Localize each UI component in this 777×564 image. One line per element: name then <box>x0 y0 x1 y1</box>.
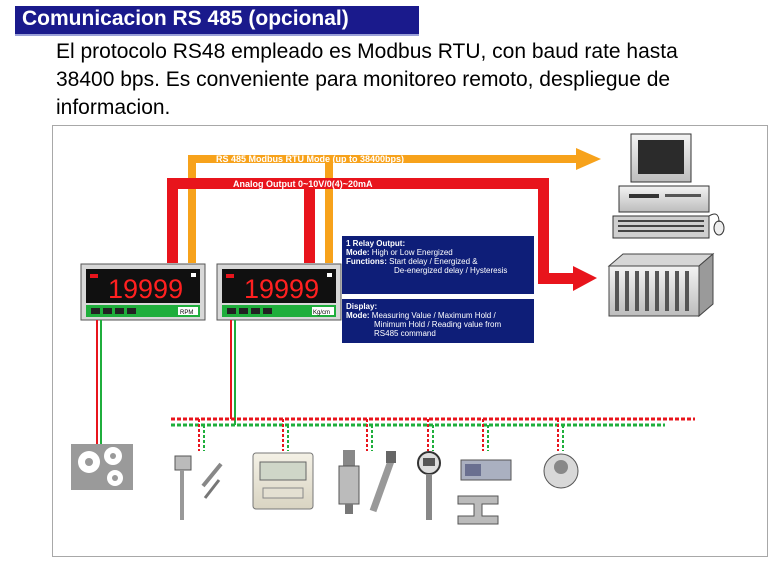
computer-icon <box>612 133 725 239</box>
diagram-frame: RS 485 Modbus RTU Mode (up to 38400bps) … <box>52 125 768 557</box>
load-cell-icon <box>457 453 579 525</box>
meter-2-reading: 19999 <box>244 274 319 304</box>
digital-indicator-icon <box>252 452 314 510</box>
body-line-2: 38400 bps. Es conveniente para monitoreo… <box>56 68 671 91</box>
relay-box-title: 1 Relay Output: <box>346 239 406 248</box>
display-mode-value-2: Minimum Hold / Reading value from <box>374 320 502 329</box>
body-line-1: El protocolo RS48 empleado es Modbus RTU… <box>56 40 678 63</box>
pressure-gauge-icon <box>417 451 441 520</box>
display-mode-value-3: RS485 command <box>374 329 436 338</box>
display-info-box: Display: Mode: Measuring Value / Maximum… <box>342 299 534 343</box>
relay-mode-value: High or Low Energized <box>371 248 453 257</box>
relay-functions-value-2: De-energized delay / Hysteresis <box>394 266 508 275</box>
rs485-label: RS 485 Modbus RTU Mode (up to 38400bps) <box>216 154 404 164</box>
rs485-line <box>188 148 601 263</box>
relay-functions-key: Functions: <box>346 257 387 266</box>
meter-1-unit: RPM <box>180 310 193 316</box>
meter-2-unit: Kg/cm <box>313 310 330 316</box>
wiring-diagram: RS 485 Modbus RTU Mode (up to 38400bps) … <box>71 133 725 525</box>
display-mode-value-1: Measuring Value / Maximum Hold / <box>371 311 496 320</box>
panel-meter-2: 19999 Kg/cm <box>216 263 342 321</box>
panel-meter-1: 19999 RPM <box>80 263 206 321</box>
relay-mode-key: Mode: <box>346 248 370 257</box>
section-heading: Comunicacion RS 485 (opcional) <box>22 7 349 30</box>
section-heading-bar: Comunicacion RS 485 (opcional) <box>15 6 419 36</box>
display-mode-key: Mode: <box>346 311 370 320</box>
relay-functions-value-1: Start delay / Energized & <box>389 257 478 266</box>
plc-icon <box>607 252 715 318</box>
pressure-transducer-icon <box>338 450 396 514</box>
meter-1-reading: 19999 <box>108 274 183 304</box>
meter-feed-lines <box>96 320 236 444</box>
temperature-probe-icon <box>174 455 223 520</box>
sensor-bus <box>171 417 695 451</box>
display-box-title: Display: <box>346 302 378 311</box>
analog-output-line <box>167 178 597 291</box>
relay-output-info-box: 1 Relay Output: Mode: High or Low Energi… <box>342 236 534 294</box>
body-line-3: informacion. <box>56 96 171 119</box>
analog-output-label: Analog Output 0~10V/0(4)~20mA <box>233 179 373 189</box>
gears-icon <box>71 444 133 490</box>
